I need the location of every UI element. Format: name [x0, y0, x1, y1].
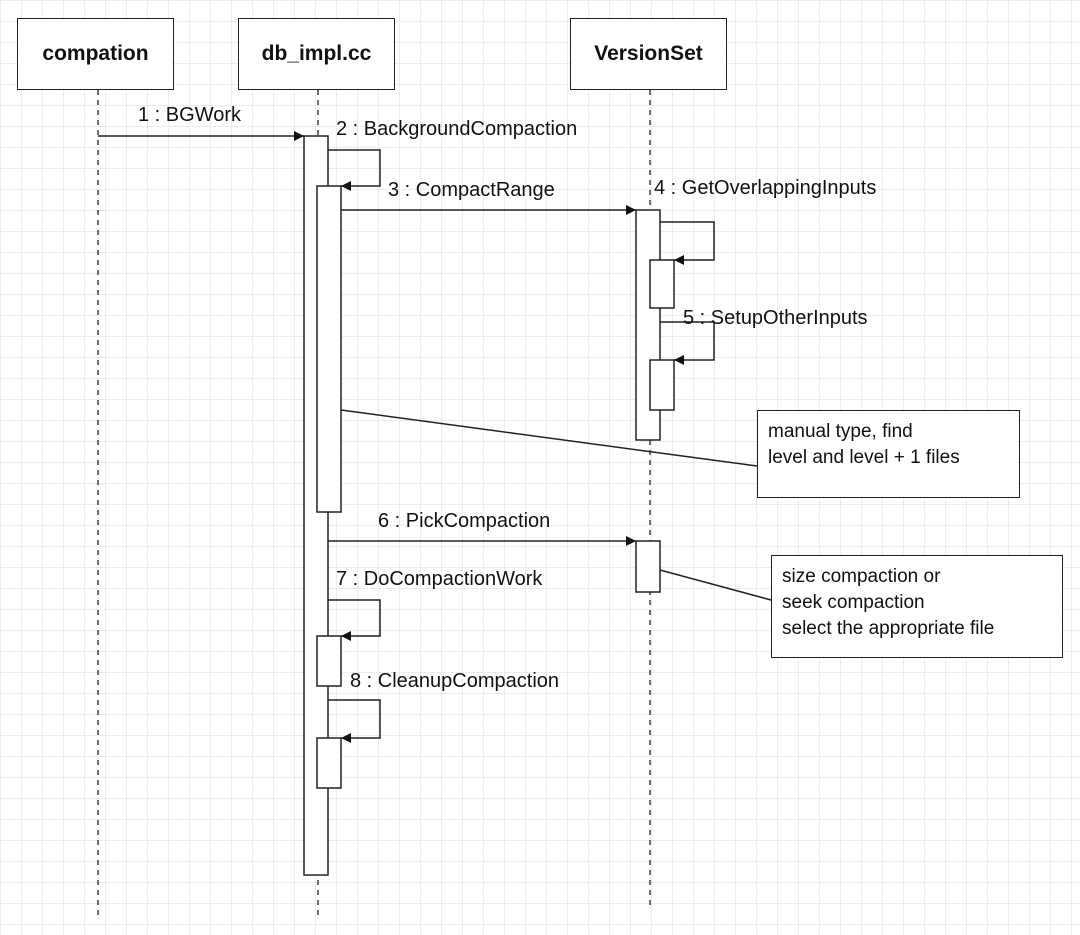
note-line: size compaction or: [782, 566, 941, 587]
lifeline-head-compation: compation: [17, 18, 174, 90]
message-label-do-compaction-work: 7 : DoCompactionWork: [336, 568, 543, 590]
message-label-setup-other-inputs: 5 : SetupOtherInputs: [683, 307, 868, 329]
note-connector-auto: [659, 569, 772, 601]
note-size-seek-compaction: size compaction or seek compaction selec…: [771, 555, 1063, 658]
note-line: level and level + 1 files: [768, 447, 960, 468]
message-label-background-compaction: 2 : BackgroundCompaction: [336, 118, 578, 140]
activation-bar-4: [649, 359, 675, 411]
self-message-arrow-0: [328, 149, 381, 191]
note-connector-manual: [340, 409, 758, 467]
activation-bar-5: [635, 540, 661, 593]
note-line: select the appropriate file: [782, 618, 995, 639]
self-message-arrow-1: [660, 221, 715, 265]
message-label-compact-range: 3 : CompactRange: [388, 179, 555, 201]
lifeline-head-db-impl: db_impl.cc: [238, 18, 395, 90]
activation-bar-7: [316, 737, 342, 789]
self-message-arrow-3: [328, 599, 381, 641]
activation-bar-3: [649, 259, 675, 309]
self-message-arrow-4: [328, 699, 381, 743]
lifeline-label-db-impl: db_impl.cc: [261, 42, 372, 65]
message-label-pick-compaction: 6 : PickCompaction: [378, 510, 551, 532]
activation-bar-1: [316, 185, 342, 513]
message-label-bgwork: 1 : BGWork: [138, 104, 241, 126]
lifeline-label-versionset: VersionSet: [594, 42, 703, 65]
message-label-cleanup-compaction: 8 : CleanupCompaction: [350, 670, 560, 692]
lifeline-label-compation: compation: [42, 42, 149, 65]
message-label-get-overlapping-inputs: 4 : GetOverlappingInputs: [654, 177, 877, 199]
note-manual-type: manual type, find level and level + 1 fi…: [757, 410, 1020, 498]
self-message-arrow-2: [660, 321, 715, 365]
activation-bar-6: [316, 635, 342, 687]
lifeline-head-versionset: VersionSet: [570, 18, 727, 90]
note-line: seek compaction: [782, 592, 925, 613]
note-line: manual type, find: [768, 421, 913, 442]
